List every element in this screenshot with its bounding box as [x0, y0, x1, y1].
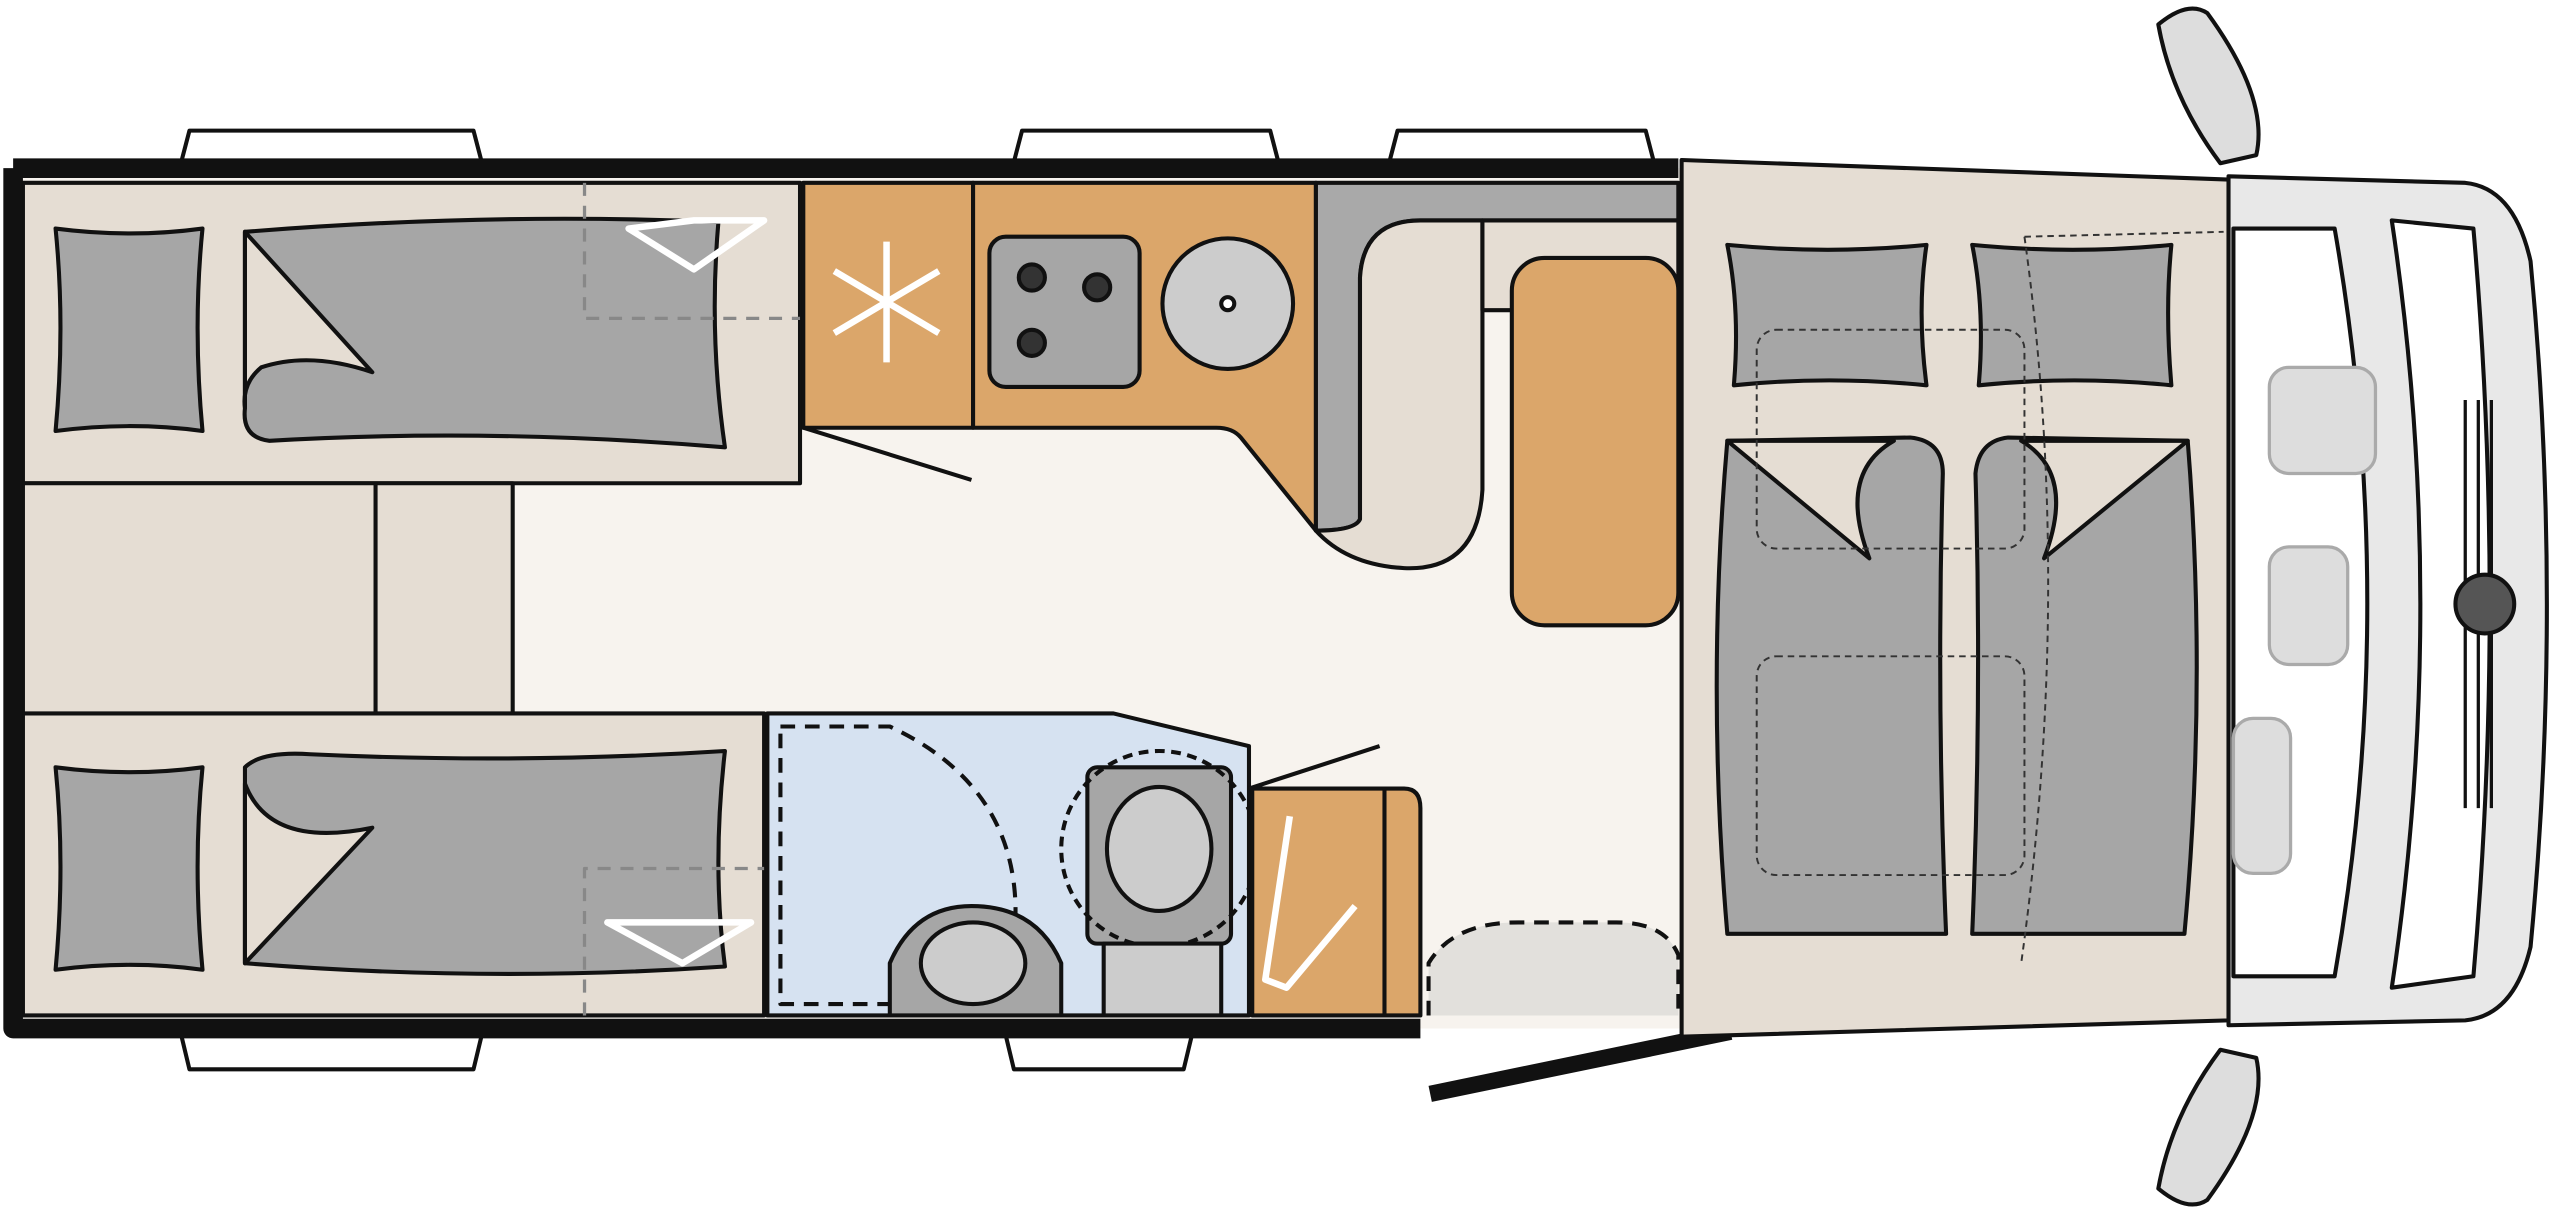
- mirror-bottom: [2156, 1047, 2261, 1207]
- entry-step: [1426, 920, 1681, 1016]
- entry-door: [1428, 1023, 1733, 1102]
- mirror-top: [2156, 6, 2261, 166]
- snowflake-icon: [832, 241, 941, 363]
- wardrobe: [1250, 786, 1423, 1018]
- cab-seat-outlines: [1755, 230, 2224, 964]
- hanger-areas: [582, 182, 801, 1016]
- bench-seat: [1313, 218, 1485, 571]
- burner-icons: [1016, 262, 1113, 358]
- brand-logo: [2453, 572, 2517, 636]
- rear-step: [20, 481, 515, 716]
- dinette-table: [1509, 255, 1681, 628]
- outer-wall: [3, 158, 1679, 1039]
- shower-area: [778, 724, 1018, 1007]
- wardrobe-hanger-icon: [1262, 815, 1358, 991]
- rear-bedding: [53, 216, 727, 976]
- hanger-icon: [604, 217, 768, 967]
- cooktop: [987, 234, 1142, 389]
- cab-seats: [2231, 365, 2378, 876]
- cab-bedding: [1714, 242, 2199, 936]
